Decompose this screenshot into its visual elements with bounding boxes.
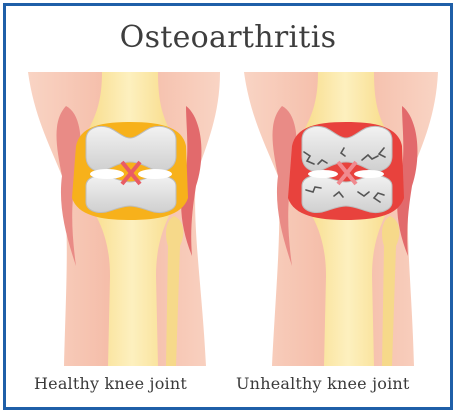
unhealthy-meniscus-right — [354, 170, 384, 178]
diagram-frame: Osteoarthritis — [3, 3, 453, 410]
healthy-caption: Healthy knee joint — [34, 374, 187, 393]
unhealthy-meniscus-left — [308, 170, 338, 178]
unhealthy-caption: Unhealthy knee joint — [236, 374, 410, 393]
healthy-knee — [28, 72, 220, 366]
healthy-meniscus-right — [138, 169, 172, 179]
knee-illustration — [6, 6, 450, 407]
unhealthy-knee — [244, 72, 438, 366]
healthy-meniscus-left — [90, 169, 124, 179]
